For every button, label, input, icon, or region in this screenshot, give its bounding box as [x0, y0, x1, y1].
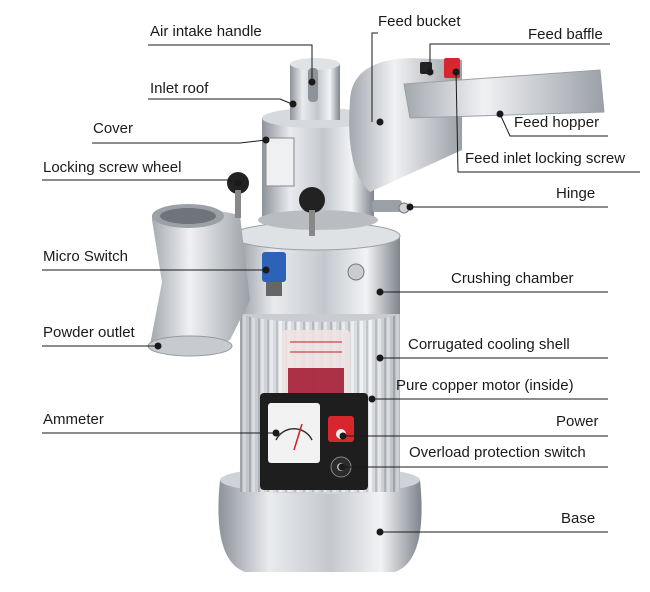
label-feed-hopper: Feed hopper — [514, 114, 600, 131]
label-corrugated-cooling-shell: Corrugated cooling shell — [408, 336, 570, 353]
label-locking-screw-wheel: Locking screw wheel — [43, 159, 182, 176]
leader-lines — [42, 32, 640, 533]
micro-switch-part — [262, 252, 286, 296]
inlet-roof-part — [290, 58, 340, 120]
label-inlet-roof: Inlet roof — [150, 80, 209, 97]
label-air-intake-handle: Air intake handle — [150, 23, 262, 40]
motor-window-part — [282, 330, 350, 400]
label-feed-bucket: Feed bucket — [378, 13, 461, 30]
crushing-chamber-part — [231, 221, 401, 314]
powder-outlet-part — [147, 204, 250, 357]
label-hinge: Hinge — [556, 185, 596, 202]
label-crushing-chamber: Crushing chamber — [451, 270, 574, 287]
label-base: Base — [561, 510, 596, 527]
hinge-part — [372, 200, 410, 214]
label-feed-inlet-locking-screw: Feed inlet locking screw — [465, 150, 626, 167]
label-pure-copper-motor: Pure copper motor (inside) — [396, 377, 574, 394]
feed-bucket-part — [349, 58, 605, 192]
leader-dots — [154, 68, 504, 536]
control-panel-part — [260, 393, 368, 490]
label-cover: Cover — [93, 120, 134, 137]
label-overload-protection-switch: Overload protection switch — [409, 444, 586, 461]
label-powder-outlet: Powder outlet — [43, 324, 135, 341]
locking-wheels-part — [227, 172, 325, 236]
label-micro-switch: Micro Switch — [43, 248, 129, 265]
label-feed-baffle: Feed baffle — [528, 26, 603, 43]
label-power: Power — [556, 413, 599, 430]
label-ammeter: Ammeter — [43, 411, 104, 428]
